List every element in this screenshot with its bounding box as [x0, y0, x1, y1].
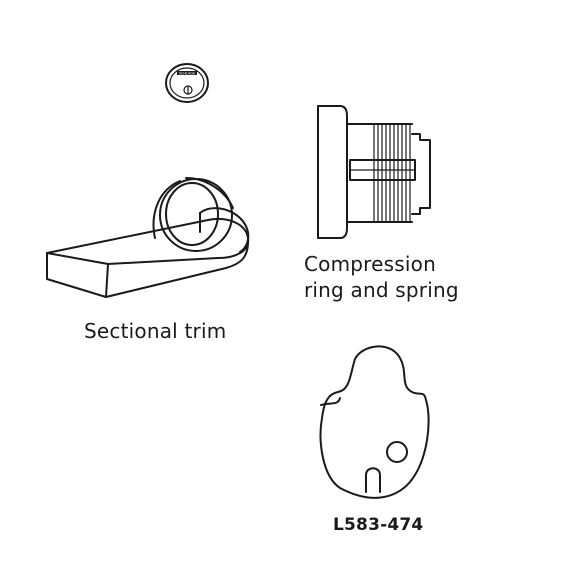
- cylinder-brand: SCHLAGE: [179, 72, 196, 76]
- trim-plate-l583-474: [319, 345, 430, 499]
- sectional-trim-lever: [46, 177, 250, 298]
- compression-ring-label: Compression ring and spring: [304, 252, 459, 302]
- part-number-label: L583-474: [333, 515, 424, 535]
- cylinder-side-view: [317, 105, 431, 239]
- sectional-trim-label: Sectional trim: [84, 319, 227, 343]
- cylinder-threads: [373, 124, 411, 222]
- cylinder-face: SCHLAGE: [165, 63, 209, 103]
